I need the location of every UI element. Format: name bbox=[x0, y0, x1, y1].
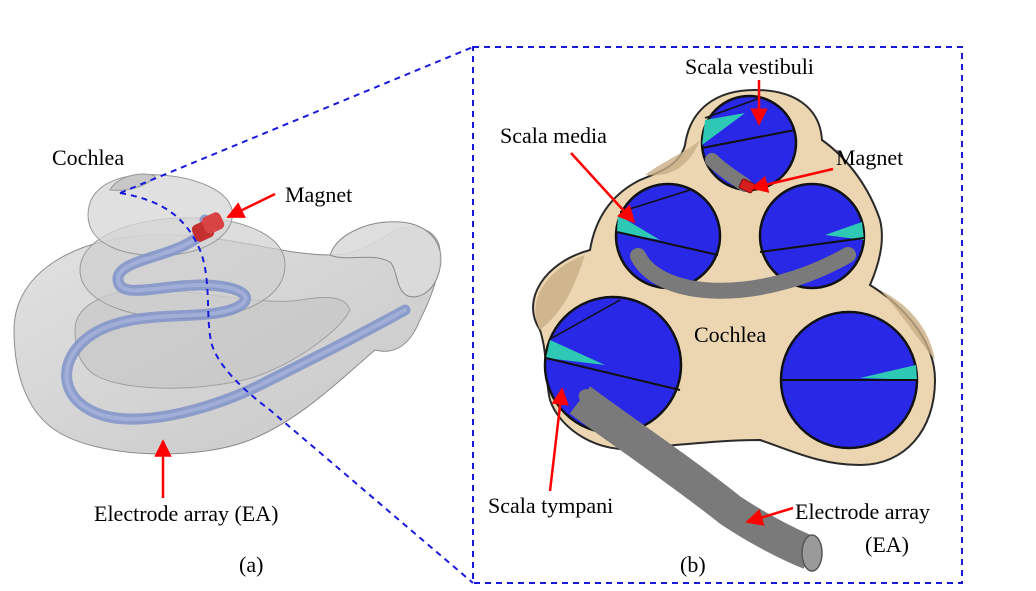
cochlea-cross-section bbox=[532, 88, 937, 572]
electrode-array-cross-section bbox=[569, 386, 817, 569]
magnet-3d bbox=[191, 212, 225, 242]
electrode-array-tip bbox=[578, 389, 596, 400]
tissue-shade-left bbox=[535, 255, 585, 330]
zoom-connector bbox=[119, 46, 474, 584]
arrow-magnet-b bbox=[750, 167, 834, 193]
electrode-array-end bbox=[801, 534, 823, 572]
label-cochlea-b: Cochlea bbox=[694, 322, 767, 347]
scala-circle-top bbox=[700, 94, 798, 192]
arrow-scala-tympani bbox=[548, 387, 569, 492]
cochlea-apex bbox=[109, 173, 156, 191]
label-scala-vestibuli: Scala vestibuli bbox=[685, 54, 814, 79]
label-scala-media: Scala media bbox=[500, 123, 607, 148]
zoom-box bbox=[472, 46, 963, 584]
label-scala-tympani: Scala tympani bbox=[488, 493, 614, 518]
label-electrode-array-a: Electrode array (EA) bbox=[94, 501, 279, 526]
label-cochlea-a: Cochlea bbox=[52, 145, 125, 170]
arrows bbox=[154, 80, 834, 526]
label-electrode-array-b-line1: Electrode array bbox=[795, 499, 930, 524]
electrode-array-arc bbox=[630, 247, 856, 299]
electrode-array-3d-core bbox=[64, 218, 407, 422]
scala-circle-mid-left bbox=[614, 182, 722, 290]
cochlea-window-opening bbox=[329, 221, 442, 298]
tissue-shade-right bbox=[880, 290, 935, 360]
label-magnet-a: Magnet bbox=[285, 182, 353, 207]
caption-panel-a: (a) bbox=[239, 552, 264, 577]
caption-panel-b: (b) bbox=[680, 552, 706, 577]
tissue-shade-top bbox=[645, 140, 700, 176]
label-magnet-b: Magnet bbox=[836, 145, 904, 170]
label-electrode-array-b-line2: (EA) bbox=[865, 532, 909, 557]
cochlea-3d-model bbox=[13, 173, 442, 455]
arrow-electrode-array-b bbox=[745, 506, 794, 526]
scala-circle-bottom-left bbox=[543, 295, 683, 435]
arrow-scala-media bbox=[570, 152, 636, 224]
arrow-magnet-a bbox=[226, 192, 276, 219]
scala-circle-bottom-right bbox=[779, 310, 919, 450]
